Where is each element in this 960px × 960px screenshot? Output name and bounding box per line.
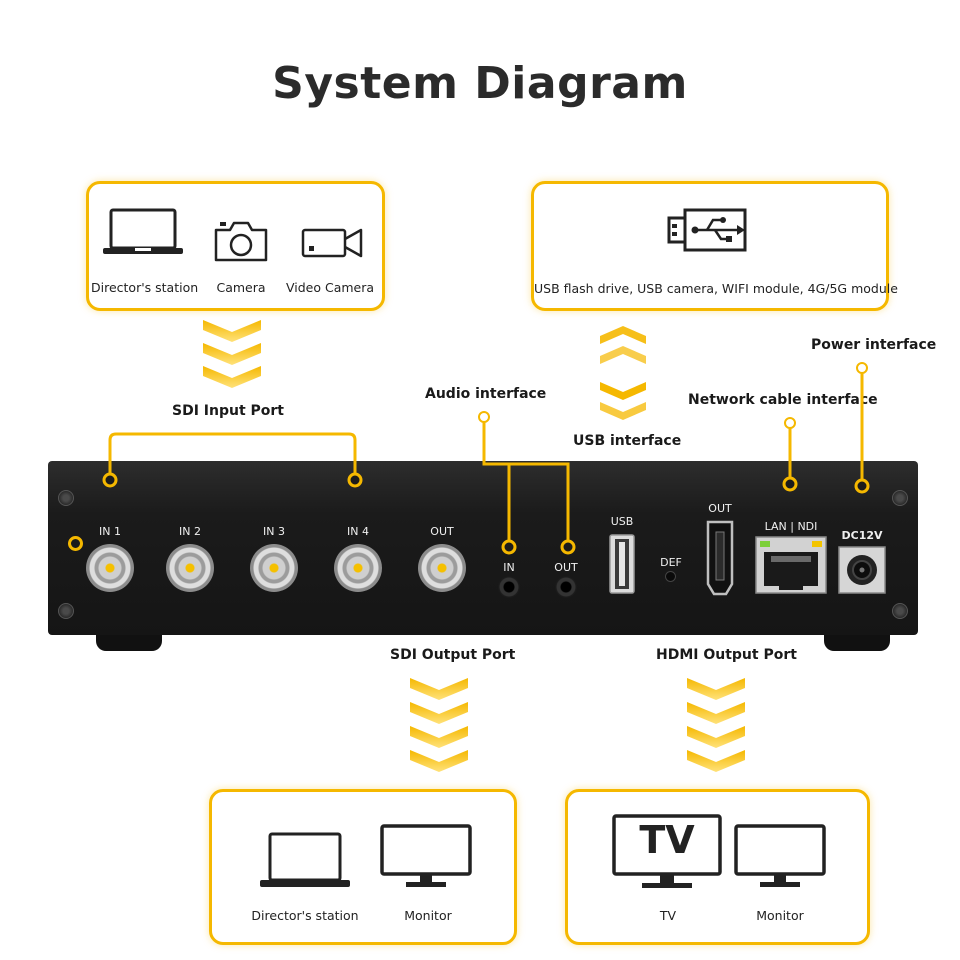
hdmi-out-label: OUT [708,502,732,515]
output-label-monitor-2: Monitor [756,908,804,923]
sdi-input-flow-chevrons [203,320,261,388]
output-label-directors-station: Director's station [251,908,359,923]
sdi-input-port-label: SDI Input Port [172,403,284,419]
usb-devices-box: USB flash drive, USB camera, WIFI module… [531,181,898,311]
source-label-camera: Camera [216,280,266,295]
usb-devices-label: USB flash drive, USB camera, WIFI module… [534,281,898,296]
hdmi-output-port-label: HDMI Output Port [656,647,797,663]
audio-interface-label: Audio interface [425,386,547,402]
page-title: System Diagram [272,58,688,109]
tv-icon [612,814,722,888]
source-devices-box: Director's station Camera Video Camera [86,181,385,311]
sdi-out-connector[interactable] [418,544,466,592]
audio-in-label: IN [503,561,515,574]
sdi-in4-connector[interactable] [334,544,382,592]
dc12v-label: DC12V [841,529,883,542]
device-foot-left [96,635,162,651]
camera-icon [214,221,268,262]
usb-up-chevrons [600,326,646,364]
hdmi-out-port[interactable] [705,520,735,596]
power-interface-label: Power interface [811,337,937,353]
def-reset-button[interactable] [665,571,676,582]
source-label-video-camera: Video Camera [285,280,375,295]
sdi-in3-connector[interactable] [250,544,298,592]
screw-bottom-left [58,603,74,619]
usb-drive-icon [667,208,747,252]
audio-out-label: OUT [554,561,578,574]
sdi-output-port-label: SDI Output Port [390,647,516,663]
tv-icon-text: TV [639,818,695,862]
laptop-icon [260,832,350,887]
screw-top-left [58,490,74,506]
audio-out-jack[interactable] [555,576,577,598]
ground-marker [68,536,83,551]
video-camera-icon [301,228,363,258]
lan-ndi-label: LAN | NDI [764,520,818,533]
hdmi-output-devices-box: TV TV Monitor [565,789,870,945]
def-label: DEF [660,556,682,569]
sdi-port-label-in1: IN 1 [99,525,121,538]
output-label-tv: TV [659,908,677,923]
usb-interface-label: USB interface [573,433,682,449]
dc-power-jack[interactable] [838,546,886,594]
source-label-directors-station: Director's station [91,280,199,295]
screw-top-right [892,490,908,506]
lan-ethernet-port[interactable] [755,536,827,594]
usb-port[interactable] [609,534,635,594]
laptop-icon [103,208,183,254]
hdmi-output-flow-chevrons [687,678,745,772]
sdi-port-label-in3: IN 3 [263,525,285,538]
audio-in-jack[interactable] [498,576,520,598]
usb-port-label: USB [610,515,634,528]
usb-down-chevrons [600,382,646,420]
output-label-monitor: Monitor [404,908,452,923]
device-foot-right [824,635,890,651]
monitor-icon [734,824,826,887]
sdi-output-devices-box: Director's station Monitor [209,789,517,945]
monitor-icon [380,824,472,887]
sdi-in2-connector[interactable] [166,544,214,592]
sdi-port-label-out: OUT [430,525,454,538]
sdi-output-flow-chevrons [410,678,468,772]
sdi-in1-connector[interactable] [86,544,134,592]
screw-bottom-right [892,603,908,619]
sdi-port-label-in2: IN 2 [179,525,201,538]
network-cable-interface-label: Network cable interface [688,392,878,408]
sdi-port-label-in4: IN 4 [347,525,369,538]
